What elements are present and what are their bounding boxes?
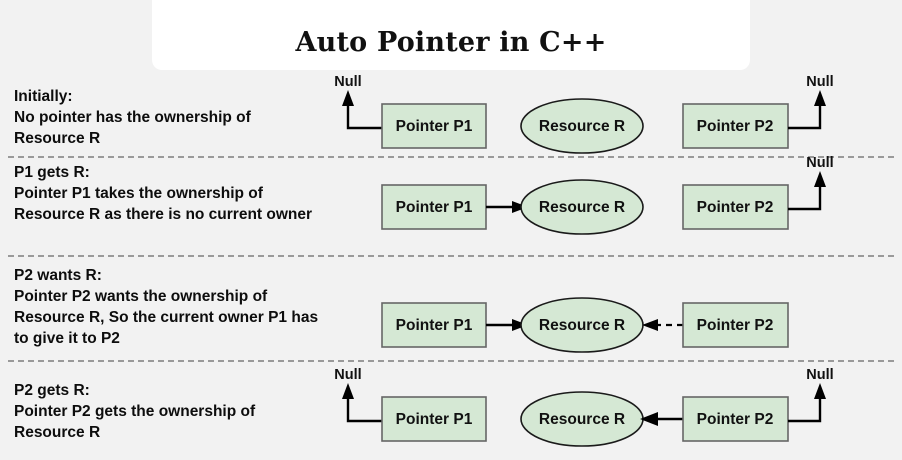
node-label-r: Resource R	[539, 411, 625, 428]
null-label-p2: Null	[806, 74, 833, 90]
null-label-p2: Null	[806, 367, 833, 383]
null-label-p2: Null	[806, 155, 833, 171]
step-row-initially: Initially: No pointer has the ownership …	[0, 74, 902, 158]
node-label-p1: Pointer P1	[396, 118, 473, 135]
step-diagram-p2-gets-r: Null Pointer P1 Resource R	[320, 367, 902, 460]
node-label-r: Resource R	[539, 118, 625, 135]
arrowhead-icon	[342, 90, 354, 106]
arrowhead-icon	[512, 201, 528, 213]
step-row-p1-gets-r: P1 gets R: Pointer P1 takes the ownershi…	[0, 155, 902, 257]
node-resource-r[interactable]: Resource R	[520, 98, 644, 154]
step-heading: P2 wants R:	[14, 267, 102, 284]
step-heading: Initially:	[14, 88, 73, 105]
node-pointer-p2[interactable]: Pointer P2	[682, 103, 789, 149]
node-pointer-p1[interactable]: Pointer P1	[381, 302, 487, 348]
link-p1-to-resource	[486, 201, 528, 213]
link-p2-to-resource	[640, 412, 683, 426]
node-pointer-p2[interactable]: Pointer P2	[682, 302, 789, 348]
node-pointer-p1[interactable]: Pointer P1	[381, 184, 487, 230]
step-caption-p1-gets-r: P1 gets R: Pointer P1 takes the ownershi…	[14, 162, 324, 225]
step-heading: P1 gets R:	[14, 164, 90, 181]
node-pointer-p1[interactable]: Pointer P1	[381, 103, 487, 149]
node-label-r: Resource R	[539, 199, 625, 216]
arrowhead-icon	[642, 319, 658, 331]
node-label-p1: Pointer P1	[396, 199, 473, 216]
node-label-p2: Pointer P2	[697, 317, 774, 334]
node-pointer-p2[interactable]: Pointer P2	[682, 184, 789, 230]
node-resource-r[interactable]: Resource R	[520, 297, 644, 353]
step-body: No pointer has the ownership of Resource…	[14, 109, 251, 147]
arrowhead-icon	[640, 412, 658, 426]
row-separator	[8, 360, 894, 362]
arrowhead-icon	[342, 383, 354, 399]
null-label-p1: Null	[334, 74, 361, 90]
row-separator	[8, 156, 894, 158]
step-row-p2-gets-r: P2 gets R: Pointer P2 gets the ownership…	[0, 367, 902, 460]
node-pointer-p1[interactable]: Pointer P1	[381, 396, 487, 442]
arrowhead-icon	[512, 319, 528, 331]
arrowhead-icon	[814, 90, 826, 106]
node-resource-r[interactable]: Resource R	[520, 391, 644, 447]
null-link-p1	[342, 383, 382, 423]
step-caption-p2-wants-r: P2 wants R: Pointer P2 wants the ownersh…	[14, 265, 324, 349]
page-title: Auto Pointer in C++	[295, 27, 607, 58]
node-label-p2: Pointer P2	[697, 118, 774, 135]
step-diagram-p2-wants-r: Pointer P1 Resource R	[320, 279, 902, 360]
null-label-p1: Null	[334, 367, 361, 383]
node-resource-r[interactable]: Resource R	[520, 179, 644, 235]
step-body: Pointer P2 wants the ownership of Resour…	[14, 288, 319, 347]
null-link-p2	[788, 90, 826, 130]
row-separator	[8, 255, 894, 257]
node-label-p1: Pointer P1	[396, 411, 473, 428]
node-label-r: Resource R	[539, 317, 625, 334]
arrowhead-icon	[814, 171, 826, 187]
step-diagram-initially: Null Pointer P1 Resource R Pointer P2	[320, 74, 902, 157]
title-card: Auto Pointer in C++	[152, 0, 750, 70]
node-label-p2: Pointer P2	[697, 411, 774, 428]
arrowhead-icon	[814, 383, 826, 399]
node-label-p2: Pointer P2	[697, 199, 774, 216]
node-pointer-p2[interactable]: Pointer P2	[682, 396, 789, 442]
step-body: Pointer P1 takes the ownership of Resour…	[14, 185, 313, 223]
link-p1-to-resource	[486, 319, 528, 331]
step-heading: P2 gets R:	[14, 382, 90, 399]
null-link-p1	[342, 90, 382, 130]
node-label-p1: Pointer P1	[396, 317, 473, 334]
null-link-p2	[788, 171, 826, 211]
step-body: Pointer P2 gets the ownership of Resourc…	[14, 403, 256, 441]
null-link-p2	[788, 383, 826, 423]
step-caption-p2-gets-r: P2 gets R: Pointer P2 gets the ownership…	[14, 380, 324, 443]
link-p2-to-resource-dashed	[642, 319, 683, 331]
step-caption-initially: Initially: No pointer has the ownership …	[14, 86, 324, 149]
step-diagram-p1-gets-r: Pointer P1 Resource R Pointer P2	[320, 155, 902, 255]
step-row-p2-wants-r: P2 wants R: Pointer P2 wants the ownersh…	[0, 265, 902, 362]
